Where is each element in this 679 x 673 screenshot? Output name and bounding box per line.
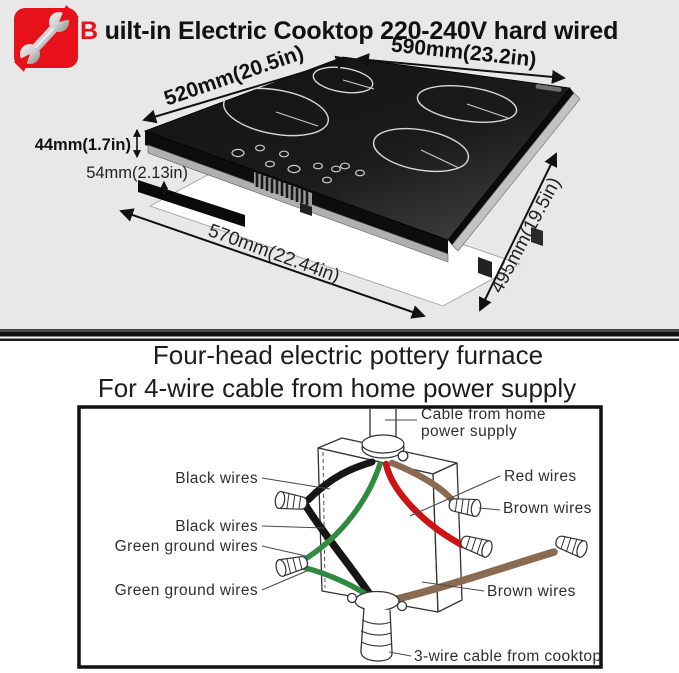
title-bar: B uilt-in Electric Cooktop 220-240V hard…: [14, 5, 618, 72]
title-highlight: B: [80, 17, 98, 45]
wiring-title-line2: For 4-wire cable from home power supply: [98, 373, 576, 403]
clamp-screw: [346, 592, 358, 604]
junction-box-hidden-edge: [322, 451, 326, 589]
wire-black-top: [304, 458, 376, 504]
leader-lines: [261, 419, 501, 657]
label-red-wires: Red wires: [504, 468, 577, 485]
label-black-wires-1: Black wires: [175, 470, 258, 487]
bottom-cable-clamp: [354, 590, 400, 612]
wrench-icon: [14, 5, 79, 72]
wiring-diagram: Cable from home power supply Black wires…: [115, 406, 601, 665]
touch-controls: [231, 144, 366, 184]
label-black-wires-2: Black wires: [175, 518, 258, 535]
wire-brown-bottom: [384, 548, 558, 605]
label-brown-wires-1: Brown wires: [503, 500, 592, 517]
dimension-label-54: 54mm(2.13in): [86, 164, 188, 182]
label-cable-home-1: Cable from home: [421, 406, 546, 423]
dimension-label-44: 44mm(1.7in): [35, 136, 131, 154]
title-rest: uilt-in Electric Cooktop 220-240V hard w…: [105, 17, 619, 45]
dimension-arrow-520: [142, 55, 350, 124]
label-cooktop-cable: 3-wire cable from cooktop: [414, 648, 601, 665]
label-green-wires-1: Green ground wires: [115, 538, 258, 555]
vent-grille: [254, 172, 312, 207]
dimension-arrow-590: [355, 53, 566, 84]
page-title: B uilt-in Electric Cooktop 220-240V hard…: [80, 17, 618, 45]
label-green-wires-2: Green ground wires: [115, 582, 258, 599]
burner-front-right: [372, 127, 470, 173]
wire-brown-top: [388, 459, 456, 504]
label-cable-home-2: power supply: [421, 423, 517, 440]
clamp-screw: [397, 450, 409, 462]
dimension-arrow-570: [119, 208, 426, 319]
wire-red: [382, 460, 466, 549]
clamp-screw: [396, 600, 408, 612]
wiring-section: Four-head electric pottery furnace For 4…: [77, 340, 603, 669]
burner-back-right: [416, 85, 518, 123]
wiring-title-line1: Four-head electric pottery furnace: [153, 340, 543, 370]
section-divider: [0, 329, 679, 341]
wire-green-top: [299, 461, 383, 564]
label-brown-wires-2: Brown wires: [487, 583, 576, 600]
wire-black-bottom: [302, 502, 379, 606]
dimension-arrow-495: [478, 152, 558, 312]
brand-logo: [535, 84, 562, 92]
